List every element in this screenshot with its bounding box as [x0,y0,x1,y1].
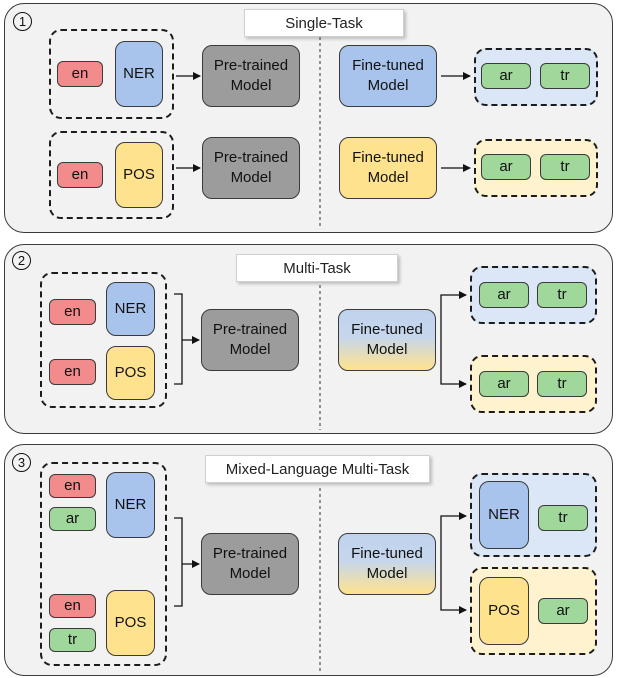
p2-ner-out-tr: tr [537,282,587,308]
p2-en-ner: en [49,299,96,325]
p1-pos-out-ar: ar [481,154,531,180]
p3-tr-pos: tr [49,628,96,652]
p1-pos-out-tr: tr [540,154,590,180]
p3-en-ner: en [49,474,96,498]
p1-ner-out-ar: ar [481,63,531,89]
p2-pretrained: Pre-trained Model [201,309,299,371]
p2-pos-out-tr: tr [537,371,587,397]
p1-ner-input-group [49,29,174,119]
p3-finetuned: Fine-tuned Model [338,533,436,595]
p3-pos-task: POS [106,590,155,656]
p2-pos-out-ar: ar [479,371,529,397]
panel-1-title: Single-Task [244,9,404,37]
p3-ner-out-task: NER [479,481,529,549]
panel-1-number: 1 [13,12,32,31]
p2-pos-task: POS [106,346,155,400]
p2-ner-task: NER [106,282,155,336]
p1-pos-input-group [49,131,174,219]
p2-en-pos: en [49,359,96,385]
p1-finetuned-ner: Fine-tuned Model [339,45,437,107]
p2-ner-out-ar: ar [479,282,529,308]
p1-ner-task: NER [115,41,163,107]
panel-3-number: 3 [12,453,31,472]
p1-en-ner: en [57,61,103,87]
p1-pretrained-ner: Pre-trained Model [202,45,300,107]
panel-3-title: Mixed-Language Multi-Task [205,455,430,483]
p3-ner-out-tr: tr [538,505,588,531]
p1-pretrained-pos: Pre-trained Model [202,137,300,199]
p1-en-pos: en [57,162,103,188]
panel-2-number: 2 [12,251,31,270]
p3-pos-out-ar: ar [538,598,588,624]
p2-finetuned: Fine-tuned Model [338,309,436,371]
p3-ner-task: NER [106,472,155,538]
p3-input-group [40,462,167,666]
p3-pos-out-task: POS [479,577,529,645]
p3-ar-ner: ar [49,507,96,531]
panel-2-title: Multi-Task [236,254,398,282]
p1-ner-out-tr: tr [540,63,590,89]
p3-pretrained: Pre-trained Model [201,533,299,595]
p1-finetuned-pos: Fine-tuned Model [339,137,437,199]
p3-en-pos: en [49,594,96,618]
p2-input-group [40,272,167,408]
p1-pos-task: POS [115,142,163,208]
